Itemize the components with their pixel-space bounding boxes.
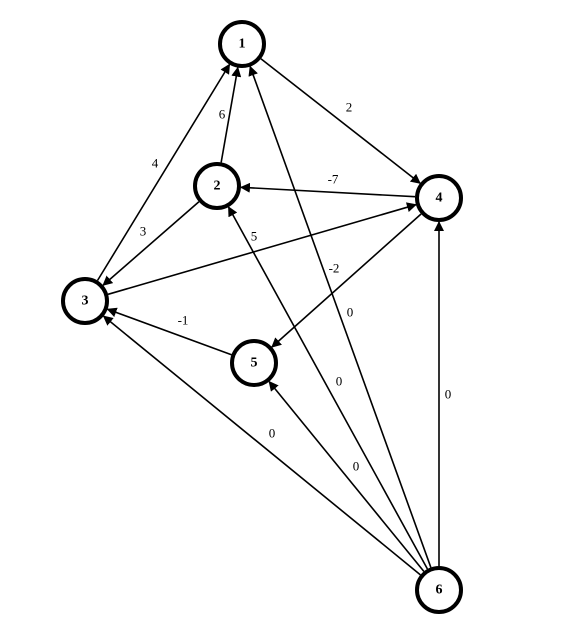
nodes-layer: 1 2 3 4 5 6: [61, 20, 463, 614]
node-label: 2: [214, 179, 221, 194]
node-label: 6: [436, 583, 443, 598]
edge-2-to-3: [102, 201, 200, 286]
edge-weight-3-to-4: 5: [251, 229, 258, 244]
edge-4-to-5: [271, 213, 422, 348]
node-circle: [193, 162, 241, 210]
edge-weight-2-to-3: 3: [140, 224, 147, 239]
edge-weight-6-to-2: 0: [336, 374, 343, 389]
edge-weight-3-to-1: 4: [152, 156, 159, 171]
node-circle: [218, 20, 266, 68]
edge-3-to-4: [107, 202, 417, 296]
edges-layer: [96, 58, 444, 576]
edge-weight-6-to-5: 0: [353, 459, 360, 474]
node-2: 2: [193, 162, 241, 210]
node-circle: [415, 174, 463, 222]
node-4: 4: [415, 174, 463, 222]
edge-weight-6-to-1: 0: [347, 305, 354, 320]
node-5: 5: [230, 339, 278, 387]
edge-weight-2-to-1: 6: [219, 107, 226, 122]
edge-weight-6-to-3: 0: [269, 426, 276, 441]
edge-6-to-3: [102, 315, 421, 576]
node-circle: [61, 277, 109, 325]
node-circle: [230, 339, 278, 387]
node-label: 1: [239, 37, 246, 52]
edge-labels-layer: 2 6 4 3 -7 5 -2 -1 0 0 0 0 0: [140, 100, 452, 474]
edge-4-to-2: [239, 182, 416, 198]
edge-2-to-1: [220, 66, 242, 163]
node-1: 1: [218, 20, 266, 68]
edge-weight-5-to-3: -1: [178, 313, 189, 328]
edge-6-to-5: [268, 380, 425, 572]
edge-1-to-4: [260, 58, 421, 184]
node-label: 5: [251, 356, 258, 371]
edge-3-to-1: [96, 63, 231, 281]
node-label: 4: [436, 191, 443, 206]
edge-6-to-2: [227, 206, 429, 570]
node-3: 3: [61, 277, 109, 325]
edge-5-to-3: [106, 307, 232, 356]
edge-weight-4-to-2: -7: [328, 172, 339, 187]
node-label: 3: [82, 294, 89, 309]
edge-weight-1-to-4: 2: [346, 100, 353, 115]
edge-weight-4-to-5: -2: [329, 261, 340, 276]
edge-6-to-1: [248, 65, 432, 568]
edge-weight-6-to-4: 0: [445, 387, 452, 402]
node-6: 6: [415, 566, 463, 614]
node-circle: [415, 566, 463, 614]
